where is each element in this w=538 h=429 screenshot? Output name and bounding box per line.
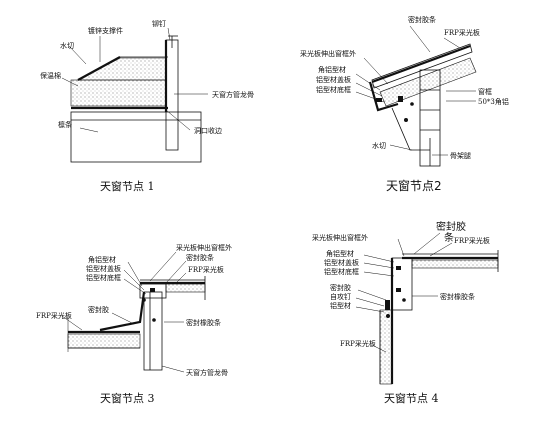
caption-node-2: 天窗节点2: [386, 179, 442, 193]
label-alu-base-4: 铝型材底框: [324, 267, 359, 276]
label-water-cut: 水切: [60, 41, 74, 50]
label-galvanized-support: 镀锌支撑件: [88, 26, 123, 35]
label-window-frame-2: 窗框: [478, 87, 492, 96]
caption-node-4: 天窗节点 4: [384, 391, 439, 405]
label-angle-50: 50*3角铝: [478, 97, 509, 106]
label-insulation: 保温棉: [40, 71, 61, 80]
galvanized-support-shape: [77, 57, 167, 81]
square-tube-shape-3: [143, 291, 163, 371]
label-sealant-glue-3: 密封胶条: [186, 253, 214, 262]
label-angle-alu-4: 角铝型材: [326, 249, 354, 258]
caption-node-3: 天窗节点 3: [100, 391, 155, 405]
label-self-tap-4: 自攻钉: [330, 292, 351, 301]
label-alu-cover-4: 铝型材盖板: [324, 258, 359, 267]
label-sealant-2: 密封胶条: [408, 15, 436, 24]
node-2: 密封胶条 FRP采光板 采光板伸出窗框外 角铝型材 铝型材盖板 铝型材底框 窗框…: [300, 15, 509, 193]
label-opening-trim: 洞口收边: [194, 126, 222, 135]
label-square-tube-3: 天窗方管龙骨: [186, 368, 228, 377]
label-sealant-4: 密封胶: [330, 283, 351, 292]
label-rivet: 铆钉: [152, 19, 166, 28]
node-3: 采光板伸出窗框外 角铝型材 密封胶条 铝型材盖板 铝型材底框 FRP采光板 密封…: [36, 243, 232, 405]
label-panel-extend-2: 采光板伸出窗框外: [300, 49, 356, 58]
label-frp-panel-2: FRP采光板: [444, 28, 480, 37]
label-square-tube: 天窗方管龙骨: [212, 90, 254, 99]
label-purlin: 檩条: [58, 120, 72, 129]
label-seal-rubber-4: 密封橡胶条: [440, 292, 475, 301]
node-1: 镀锌支撑件 铆钉 水切 保温棉 天窗方管龙骨 洞口收边 檩条 天窗节点 1: [40, 19, 254, 193]
label-alu-profile-4: 铝型材: [330, 301, 351, 310]
label-frp-panel-3: FRP采光板: [188, 265, 224, 274]
label-sealant-3: 密封胶: [88, 305, 109, 314]
square-tube-shape: [165, 39, 179, 151]
label-angle-alu-3: 角铝型材: [88, 255, 116, 264]
label-alu-cover-3: 铝型材盖板: [86, 264, 121, 273]
node-4: 密封胶 条 FRP采光板 采光板伸出窗框外 角铝型材 铝型材盖板 铝型材底框 密…: [312, 220, 499, 405]
label-panel-extend-3: 采光板伸出窗框外: [176, 243, 232, 252]
label-skeleton-leg: 骨架腿: [450, 152, 471, 160]
insulation-shape: [70, 79, 167, 107]
label-sealant-big-4: 密封胶: [436, 220, 466, 233]
label-alu-cover-2: 铝型材盖板: [316, 75, 351, 84]
label-sealant-big-tail-4: 条: [444, 231, 454, 244]
caption-node-1: 天窗节点 1: [100, 179, 155, 193]
label-water-cut-2: 水切: [372, 141, 386, 150]
label-alu-base-3: 铝型材底框: [86, 273, 121, 282]
label-panel-extend-4: 采光板伸出窗框外: [312, 233, 368, 242]
label-angle-alu-2: 角铝型材: [318, 65, 346, 74]
label-frp-bottom-4: FRP采光板: [340, 339, 376, 348]
label-alu-base-2: 铝型材底框: [316, 85, 351, 94]
label-frp-panel-4: FRP采光板: [454, 236, 490, 245]
purlin-shape: [70, 111, 202, 163]
label-frp-left-3: FRP采光板: [36, 311, 72, 320]
label-seal-rubber-3: 密封橡胶条: [186, 318, 221, 327]
